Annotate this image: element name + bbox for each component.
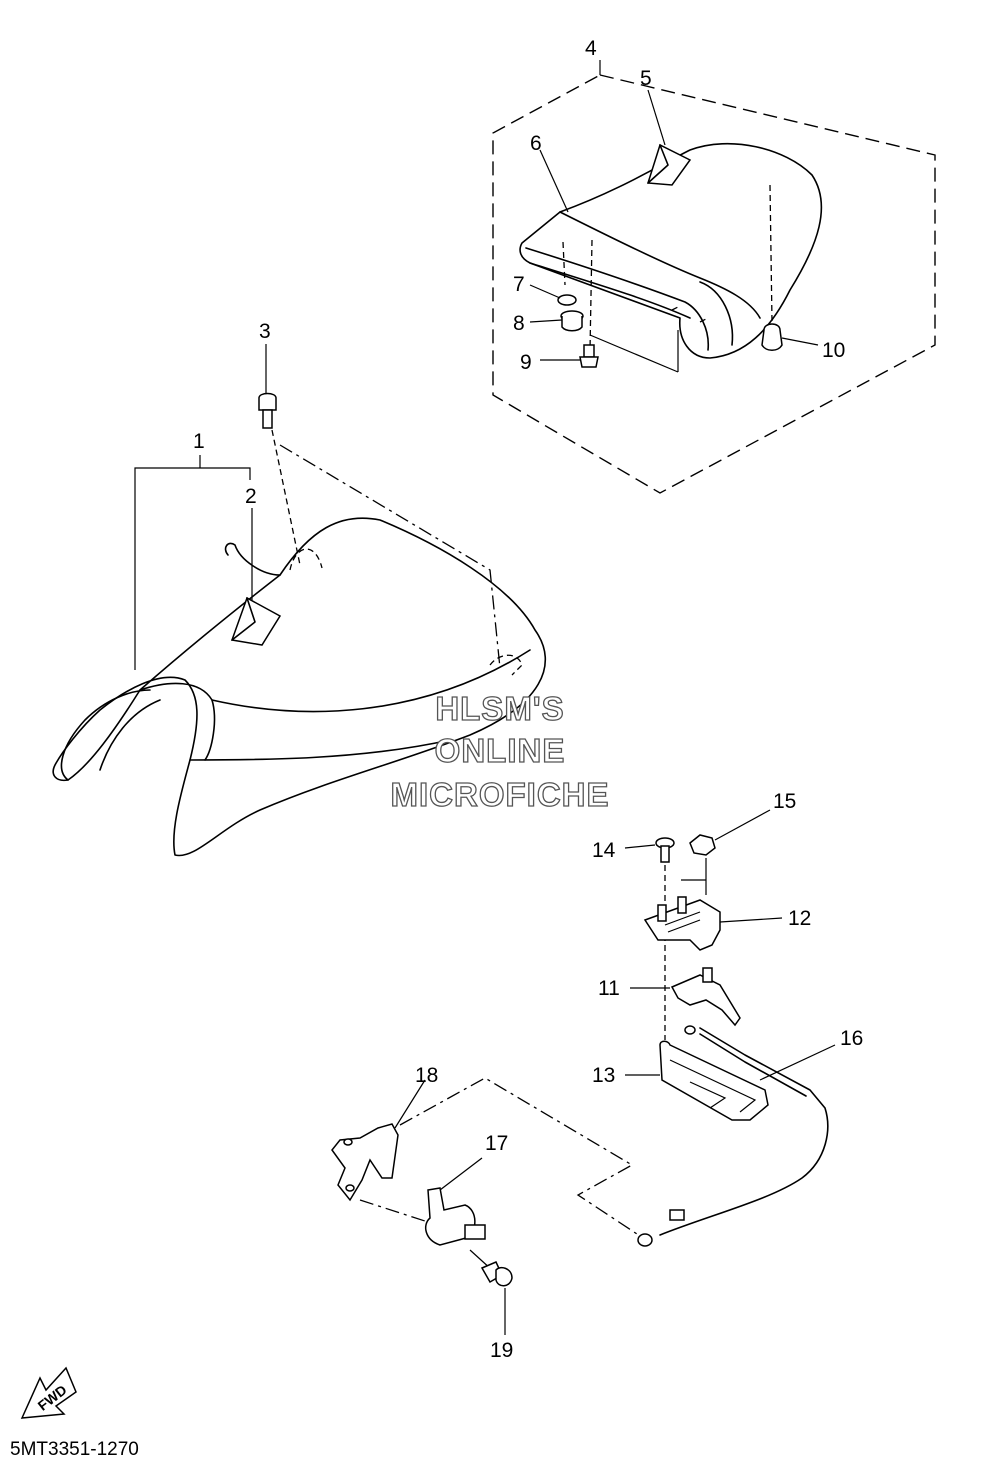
callout-7: 7 <box>513 273 525 296</box>
watermark-line-1: HLSM'S <box>435 690 564 727</box>
callout-6: 6 <box>530 132 542 155</box>
callout-12: 12 <box>788 907 811 930</box>
watermark-line-2: ONLINE <box>435 732 566 769</box>
screw-part-14 <box>655 837 675 863</box>
bracket-part-12 <box>643 896 721 951</box>
bolt-part-9 <box>579 344 599 368</box>
watermark-line-3: MICROFICHE <box>391 776 610 813</box>
callout-1: 1 <box>193 430 205 453</box>
callout-9: 9 <box>520 351 532 374</box>
callout-13: 13 <box>592 1064 615 1087</box>
watermark: HLSM'S ONLINE MICROFICHE <box>390 689 610 813</box>
callout-16: 16 <box>840 1027 863 1050</box>
bolt-part-19 <box>480 1261 513 1287</box>
lock-cylinder-part-17 <box>424 1187 486 1246</box>
cable-part-16 <box>637 1027 829 1247</box>
callout-10: 10 <box>822 339 845 362</box>
rear-seat <box>519 142 823 373</box>
front-seat <box>52 517 546 857</box>
callout-17: 17 <box>485 1132 508 1155</box>
damper-part-10 <box>761 323 783 351</box>
housing-part-13 <box>659 1040 769 1121</box>
callout-19: 19 <box>490 1339 513 1362</box>
callout-4: 4 <box>585 37 597 60</box>
nut-part-8 <box>560 310 584 332</box>
callout-14: 14 <box>592 839 616 862</box>
callout-5: 5 <box>640 67 652 90</box>
callout-11: 11 <box>598 977 620 1000</box>
callout-18: 18 <box>415 1064 438 1087</box>
callout-numbers: 1 2 3 4 5 6 7 8 9 10 11 12 13 14 15 16 1… <box>193 37 863 1362</box>
washer-part-7 <box>557 294 577 306</box>
bracket-part-1 <box>134 467 251 670</box>
fwd-arrow-icon: FWD <box>20 1366 77 1419</box>
bolt-part-3 <box>258 392 277 429</box>
callout-15: 15 <box>773 790 796 813</box>
callout-3: 3 <box>259 320 271 343</box>
nut-part-15 <box>689 834 716 856</box>
diagram-code: 5MT3351-1270 <box>10 1439 139 1460</box>
seat-connection-line <box>279 444 501 669</box>
callout-8: 8 <box>513 312 525 335</box>
callout-2: 2 <box>245 485 257 508</box>
latch-part-18 <box>331 1123 399 1202</box>
lever-part-11 <box>670 967 741 1035</box>
leader-lines <box>394 60 836 1191</box>
rear-seat-group-outline <box>492 74 936 494</box>
